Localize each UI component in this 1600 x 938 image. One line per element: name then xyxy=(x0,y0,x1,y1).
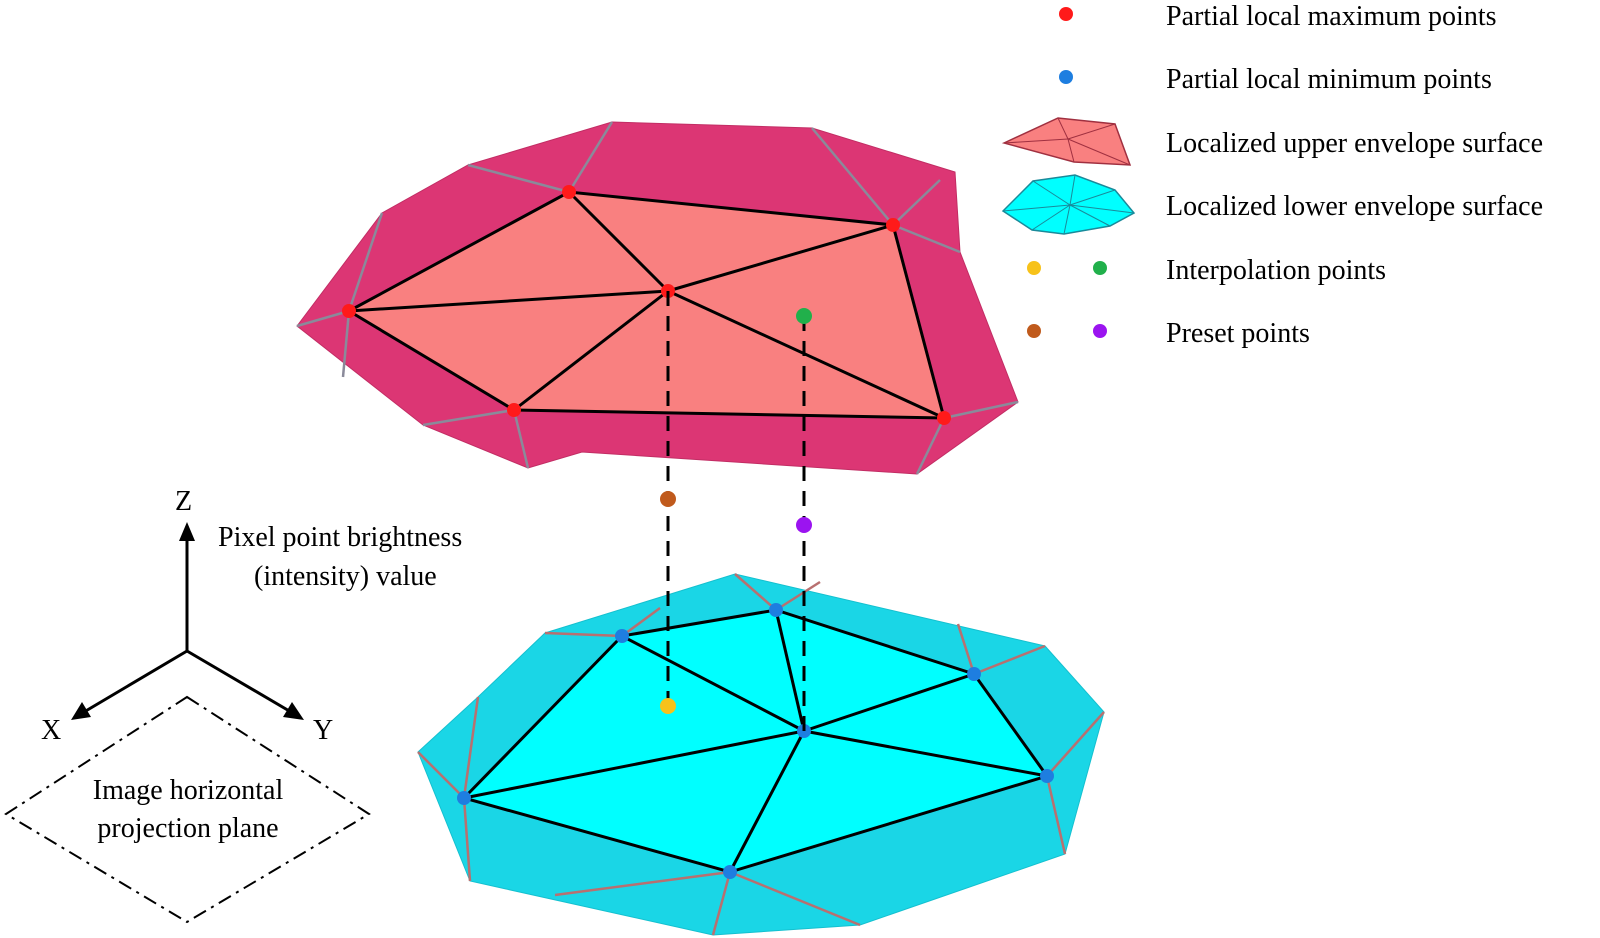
legend-max-points-label: Partial local maximum points xyxy=(1166,1,1497,32)
lower-min-points xyxy=(457,603,1054,879)
z-axis-description-line2: (intensity) value xyxy=(254,561,437,592)
upper-surface-mesh xyxy=(345,190,946,420)
interpolation-point-yellow xyxy=(660,698,676,714)
min-point xyxy=(1040,769,1054,783)
preset-point-brown xyxy=(660,491,676,507)
upper-envelope-surface xyxy=(296,121,1019,475)
upper-surface-inner xyxy=(349,192,944,418)
min-point xyxy=(769,603,783,617)
min-point xyxy=(457,791,471,805)
y-axis-label: Y xyxy=(313,715,333,746)
legend-upper-surface-label: Localized upper envelope surface xyxy=(1166,128,1543,159)
z-arrow-icon xyxy=(179,522,195,541)
x-axis-label: X xyxy=(41,715,61,746)
projection-plane: Image horizontal projection plane xyxy=(4,695,371,924)
legend-lower-surface-icon xyxy=(1001,174,1136,235)
legend-interp-green-icon xyxy=(1093,261,1107,275)
legend-max-point-icon xyxy=(1059,7,1073,21)
min-point xyxy=(615,629,629,643)
legend-preset-brown-icon xyxy=(1027,324,1041,338)
min-point xyxy=(723,865,737,879)
lower-envelope-surface xyxy=(417,573,1105,936)
z-axis-label: Z xyxy=(175,486,192,517)
legend-upper-surface-icon xyxy=(1001,117,1132,166)
legend-preset-points-label: Preset points xyxy=(1166,318,1310,349)
legend-min-point-icon xyxy=(1059,70,1073,84)
axes: Z X Y Pixel point brightness (intensity)… xyxy=(41,486,462,746)
upper-max-points xyxy=(342,185,951,425)
projection-plane-label-line1: Image horizontal xyxy=(93,775,284,806)
projection-plane-label-line2: projection plane xyxy=(97,813,278,844)
max-point xyxy=(562,185,576,199)
max-point xyxy=(342,304,356,318)
y-arrow-icon xyxy=(283,702,304,720)
lower-surface-rays xyxy=(417,573,1105,936)
legend-min-points-label: Partial local minimum points xyxy=(1166,64,1492,95)
min-point xyxy=(967,667,981,681)
legend-lower-surface-label: Localized lower envelope surface xyxy=(1166,191,1543,222)
interpolation-point-green xyxy=(796,308,812,324)
legend-interpolation-points-label: Interpolation points xyxy=(1166,255,1386,286)
x-arrow-icon xyxy=(71,702,91,720)
max-point xyxy=(937,411,951,425)
max-point xyxy=(507,403,521,417)
legend-interp-yellow-icon xyxy=(1027,261,1041,275)
z-axis-description-line1: Pixel point brightness xyxy=(218,522,462,553)
projection-plane-outline xyxy=(4,695,371,924)
upper-surface-rays xyxy=(296,121,1019,475)
preset-point-purple xyxy=(796,517,812,533)
max-point xyxy=(886,218,900,232)
legend: Partial local maximum points Partial loc… xyxy=(1001,1,1543,349)
legend-preset-purple-icon xyxy=(1093,324,1107,338)
